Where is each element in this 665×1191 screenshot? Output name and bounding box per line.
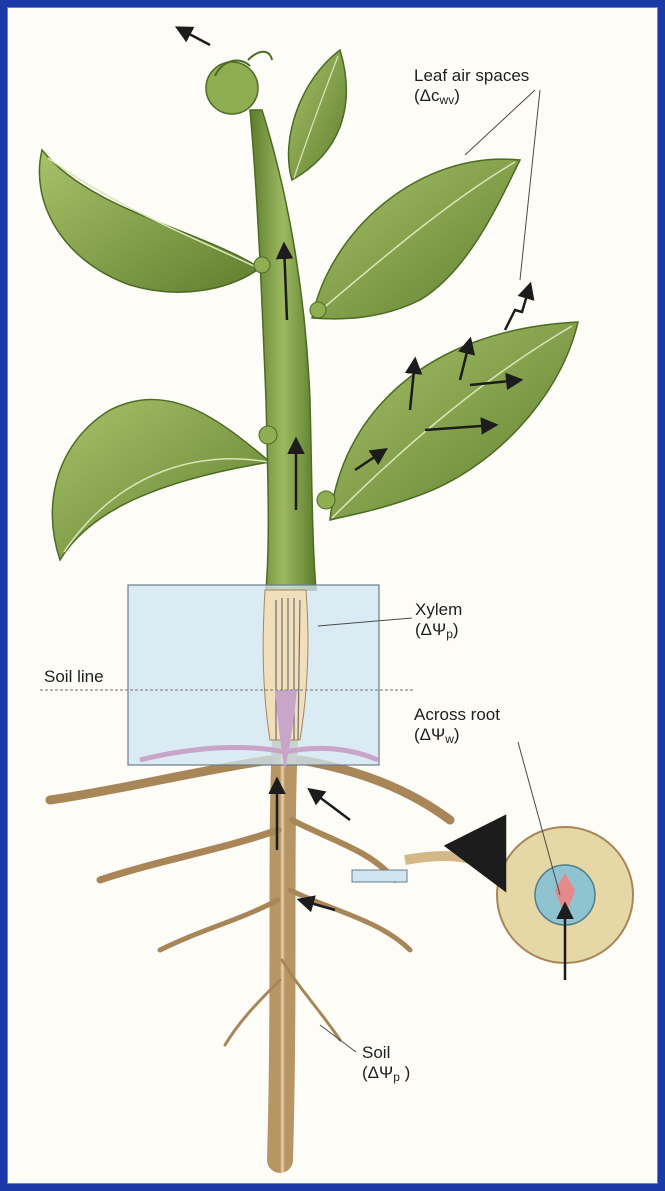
leaf-lower-right [330, 322, 578, 520]
to-cross-section-arrow [405, 856, 500, 880]
across-root-label: Across root (ΔΨw) [414, 705, 500, 749]
xylem-inset-box [128, 585, 379, 765]
up-arrow-icon [310, 790, 350, 820]
leaf-air-spaces-label: Leaf air spaces (Δcwv) [414, 66, 529, 110]
axillary-bud [310, 302, 326, 318]
transpiration-arrow-icon [505, 285, 530, 330]
axillary-bud [317, 491, 335, 509]
xylem-label: Xylem (ΔΨp) [415, 600, 462, 644]
soil-line-label: Soil line [44, 667, 104, 687]
root-system [50, 740, 450, 1160]
axillary-bud [259, 426, 277, 444]
root-slice [352, 870, 407, 882]
axillary-bud [254, 257, 270, 273]
apical-bud [206, 52, 272, 114]
leaf-upper-right [312, 159, 520, 319]
up-arrow-icon [178, 28, 210, 45]
stem [250, 110, 316, 590]
soil-label: Soil (ΔΨp ) [362, 1043, 410, 1087]
leaf-upper-left [39, 150, 260, 292]
leaf-lower-left [52, 400, 270, 560]
leaf-top [289, 50, 347, 180]
